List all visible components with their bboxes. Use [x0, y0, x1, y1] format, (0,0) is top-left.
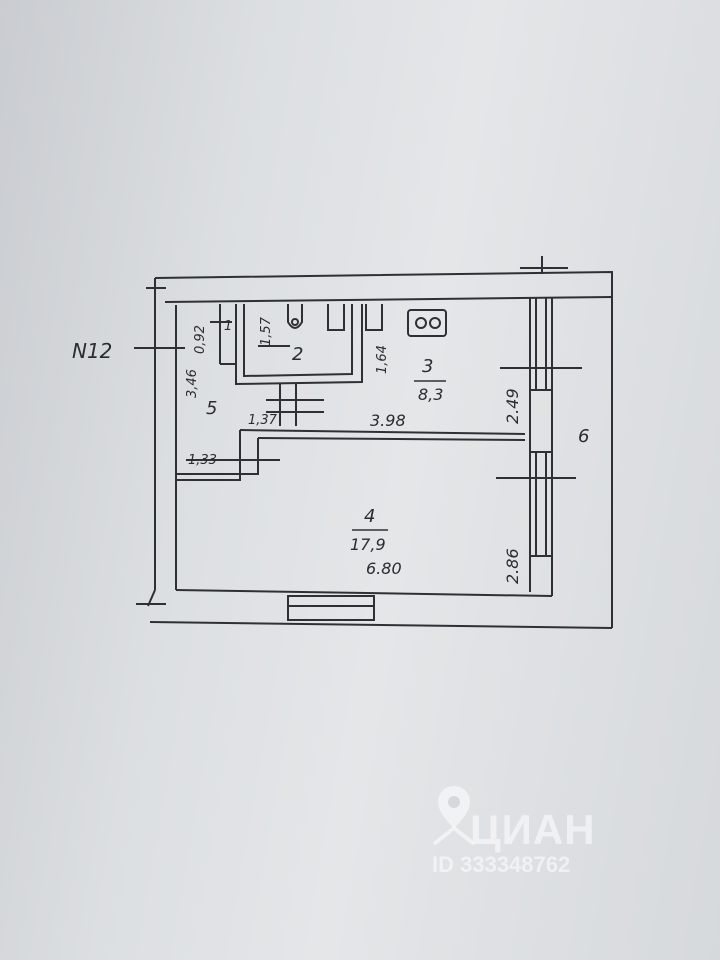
room-4-number: 4 — [364, 506, 375, 527]
room-6-number: 6 — [578, 426, 589, 447]
outer-wall-bottom-outer — [149, 621, 613, 629]
sink-icon — [327, 304, 345, 331]
window-right-lower — [530, 451, 552, 557]
dimension-1-33: 1,33 — [188, 453, 217, 468]
watermark-listing-id: ID 333348762 — [432, 852, 571, 877]
watermark-brand: ЦИАН — [470, 806, 596, 853]
stove-icon — [407, 309, 447, 337]
room-4-area: 17,9 — [350, 535, 386, 554]
dimension-1-57: 1,57 — [259, 316, 274, 346]
dimension-2-86: 2.86 — [503, 548, 522, 584]
room-3-area: 8,3 — [418, 385, 443, 404]
room-5-number: 5 — [206, 398, 217, 419]
dimension-6-80: 6.80 — [366, 559, 402, 578]
dimension-2-49: 2.49 — [503, 388, 522, 424]
toilet-icon — [287, 304, 303, 329]
window-bottom — [287, 595, 375, 621]
room-3-number: 3 — [422, 356, 433, 377]
dimension-1-64: 1,64 — [375, 345, 390, 374]
wall-room5-step-inner — [176, 438, 259, 475]
apartment-number-label: N12 — [72, 339, 112, 363]
location-pin-icon — [432, 786, 476, 846]
dimension-3-46: 3,46 — [185, 369, 200, 398]
sink-kitchen-icon — [365, 304, 383, 331]
wall-room5-step — [176, 430, 241, 481]
dimension-1: 1 — [224, 319, 232, 334]
outer-wall-top-inner — [164, 296, 613, 303]
dimension-3-98: 3.98 — [370, 411, 406, 430]
bathroom-walls — [235, 304, 363, 386]
dimension-1-37: 1,37 — [248, 413, 278, 428]
bathroom-walls-inner — [243, 304, 353, 378]
room-2-number: 2 — [292, 344, 303, 365]
outer-wall-top — [154, 270, 613, 297]
wall-room4-top-inner — [257, 437, 526, 441]
window-right-upper — [530, 297, 552, 391]
dimension-0-92: 0,92 — [193, 325, 208, 354]
wall-room4-top — [239, 429, 526, 435]
outer-wall-bottom-inner — [175, 589, 553, 597]
